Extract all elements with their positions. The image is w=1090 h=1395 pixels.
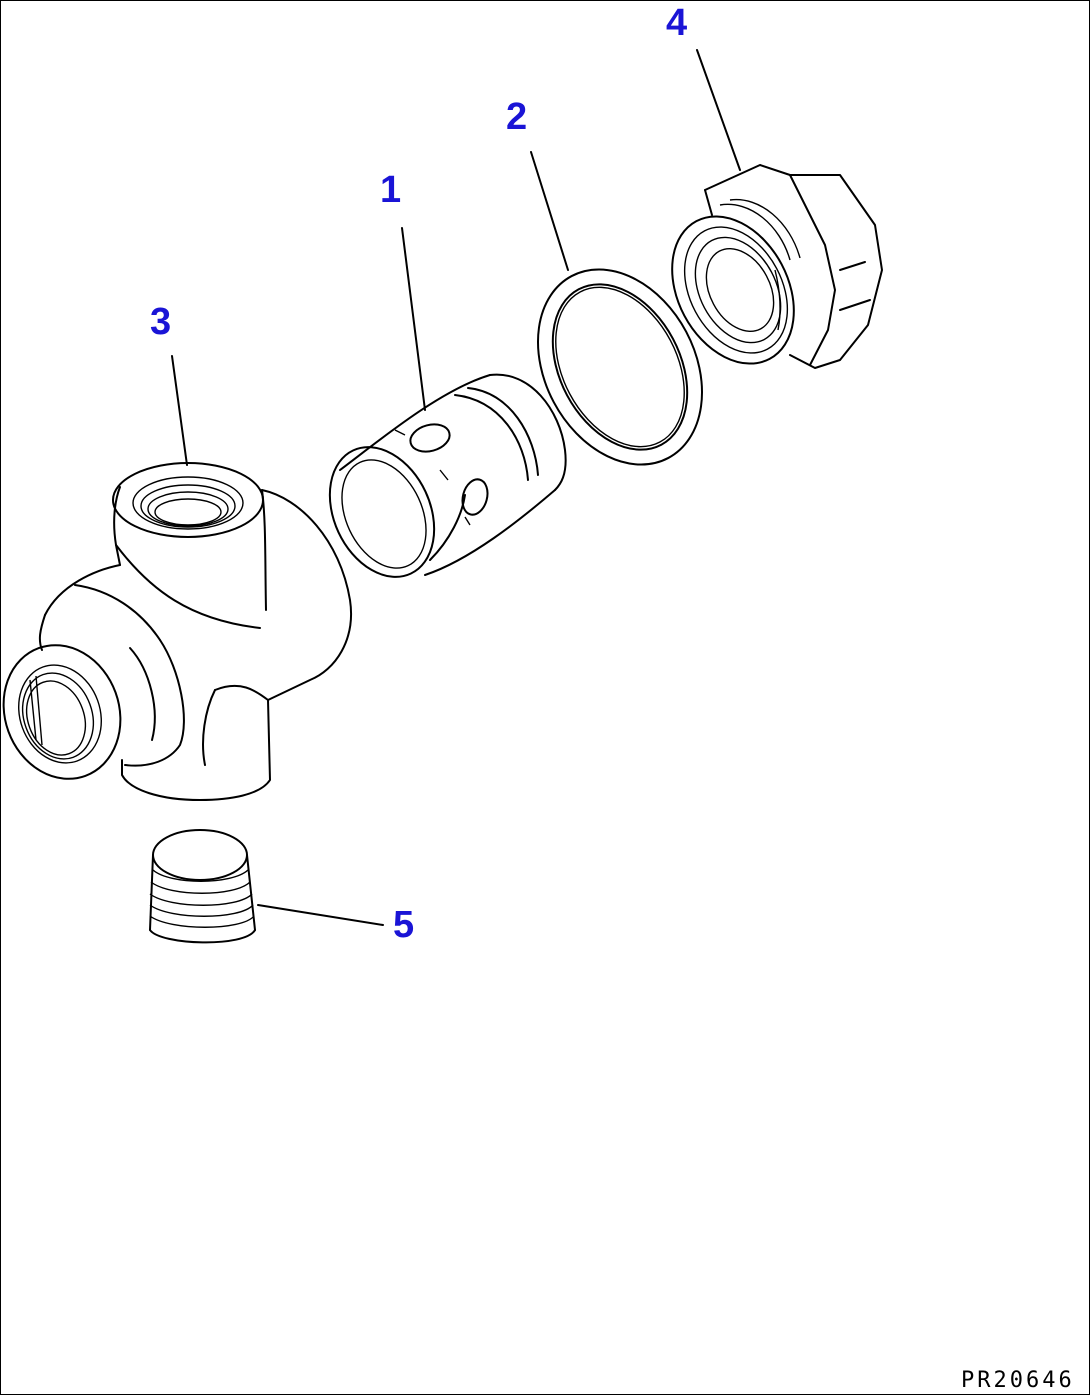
callout-4: 4 bbox=[666, 2, 687, 44]
callout-1: 1 bbox=[380, 169, 401, 211]
leader-line-3 bbox=[171, 355, 188, 466]
leader-lines bbox=[171, 49, 741, 926]
callout-5: 5 bbox=[393, 904, 414, 946]
callout-2: 2 bbox=[506, 96, 527, 138]
tee-body bbox=[2, 462, 352, 801]
hex-plug bbox=[671, 164, 883, 369]
callout-3: 3 bbox=[150, 301, 171, 343]
drawing-code: PR20646 bbox=[961, 1368, 1075, 1393]
gasket-ring bbox=[537, 268, 703, 466]
leader-line-2 bbox=[530, 151, 569, 271]
threaded-plug bbox=[149, 829, 256, 944]
leader-line-5 bbox=[257, 904, 384, 926]
leader-line-4 bbox=[696, 49, 741, 171]
sleeve bbox=[328, 373, 567, 578]
leader-line-1 bbox=[401, 227, 426, 411]
